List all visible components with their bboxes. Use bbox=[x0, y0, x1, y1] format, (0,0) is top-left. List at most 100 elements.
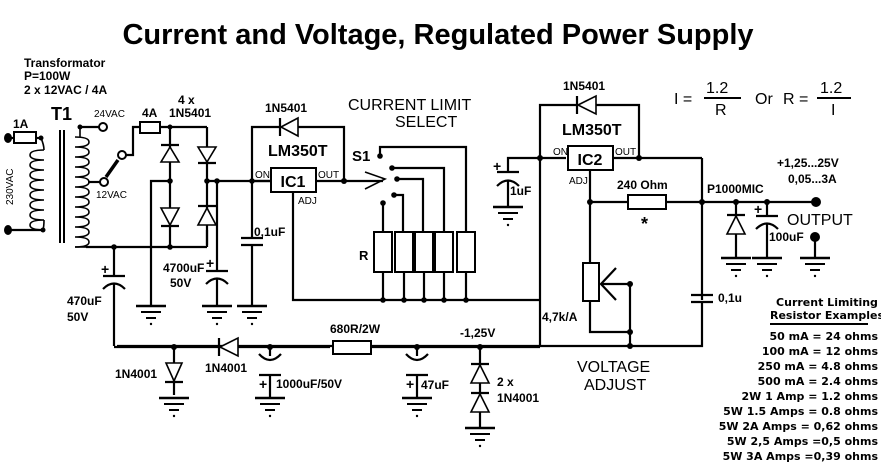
voltage-adjust-title: VOLTAGE bbox=[577, 359, 650, 376]
neg-reservoir-capacitor: + bbox=[258, 347, 282, 398]
main-filter-voltage: 50V bbox=[170, 276, 191, 290]
neg-diode-2 bbox=[217, 336, 239, 358]
primary-fuse-label: 1A bbox=[13, 117, 29, 131]
neg-diode-1 bbox=[164, 347, 184, 395]
svg-text:+: + bbox=[493, 158, 501, 174]
sense-resistor-label: 240 Ohm bbox=[617, 178, 668, 192]
ic2-protect-diode bbox=[538, 94, 641, 158]
table-heading-1: Current Limiting bbox=[776, 296, 878, 309]
ic1-bypass-value: 0,1uF bbox=[254, 225, 285, 239]
svg-text:+: + bbox=[754, 201, 762, 217]
tap-24vac-label: 24VAC bbox=[94, 109, 125, 120]
formula: I = 1.2 R Or R = 1.2 I bbox=[674, 80, 851, 119]
sense-resistor-icon bbox=[627, 194, 667, 210]
ic1-protect-diode bbox=[250, 116, 346, 181]
mains-input bbox=[4, 131, 46, 235]
formula-den2: I bbox=[831, 102, 835, 119]
output-diode-label: P1000MIC bbox=[707, 182, 764, 196]
tap-12vac-terminal bbox=[99, 177, 109, 187]
table-row: 50 mA = 24 ohms bbox=[769, 330, 878, 343]
voltage-adjust-pot[interactable] bbox=[582, 202, 633, 346]
tap-12vac-label: 12VAC bbox=[96, 190, 127, 201]
table-heading-2: Resistor Examples bbox=[770, 309, 881, 322]
diode-icon bbox=[469, 363, 491, 384]
neg-resistor-label: 680R/2W bbox=[330, 322, 381, 336]
ground-icon bbox=[253, 396, 287, 419]
neg-voltage-label: -1,25V bbox=[460, 326, 495, 340]
transformer-rating: 2 x 12VAC / 4A bbox=[24, 83, 107, 97]
ref-diodes-part: 1N4001 bbox=[497, 391, 539, 405]
table-row: 250 mA = 4.8 ohms bbox=[758, 360, 879, 373]
main-filter-value: 4700uF bbox=[163, 261, 204, 275]
ic1-diode-label: 1N5401 bbox=[265, 101, 307, 115]
ground-icon bbox=[750, 256, 784, 279]
adj-bypass-capacitor bbox=[117, 293, 713, 348]
output-diode bbox=[725, 202, 747, 258]
formula-num2: 1.2 bbox=[820, 80, 842, 97]
ic1-bypass-capacitor bbox=[241, 181, 263, 306]
bridge-count: 4 x bbox=[178, 93, 195, 107]
table-row: 5W 2A Amps = 0,62 ohms bbox=[719, 420, 879, 433]
table-row: 2W 1 Amp = 1.2 ohms bbox=[741, 390, 878, 403]
voltage-adjust-subtitle: ADJUST bbox=[584, 377, 646, 394]
secondary-fuse-label: 4A bbox=[142, 106, 158, 120]
ic1-pin-adj: ADJ bbox=[298, 196, 317, 207]
table-row: 5W 2,5 Amps =0,5 ohms bbox=[727, 435, 879, 448]
ic2-pin-adj: ADJ bbox=[569, 176, 588, 187]
ground-icon bbox=[798, 256, 832, 279]
formula-or: Or bbox=[755, 91, 773, 108]
diode-icon bbox=[725, 214, 747, 235]
ic2-input-capacitor: + bbox=[493, 156, 540, 207]
sense-resistor-marker: * bbox=[641, 214, 648, 234]
neg-filter-capacitor: + bbox=[101, 247, 126, 346]
table-row: 500 mA = 2.4 ohms bbox=[758, 375, 879, 388]
ground-icon bbox=[134, 304, 168, 327]
mains-voltage-label: 230VAC bbox=[5, 168, 16, 205]
ic2-ref: IC2 bbox=[578, 152, 603, 169]
resistor-bank-label: R bbox=[359, 248, 369, 263]
formula-lhs1: I = bbox=[674, 91, 692, 108]
ground-icon bbox=[400, 396, 434, 419]
table-row: 5W 1.5 Amps = 0.8 ohms bbox=[723, 405, 878, 418]
current-select-switch[interactable] bbox=[344, 145, 468, 232]
neg-filter-voltage: 50V bbox=[67, 310, 88, 324]
diode-icon bbox=[196, 146, 218, 164]
current-limit-title: CURRENT LIMIT bbox=[348, 97, 471, 114]
neg-diode-1-label: 1N4001 bbox=[115, 367, 157, 381]
main-filter-capacitor: + bbox=[205, 181, 229, 306]
diode-icon bbox=[164, 362, 184, 383]
ic2-diode-label: 1N5401 bbox=[563, 79, 605, 93]
resistor-examples-table: Current Limiting Resistor Examples 50 mA… bbox=[719, 296, 881, 463]
ground-icon bbox=[491, 205, 525, 228]
neg-diode-2-label: 1N4001 bbox=[205, 361, 247, 375]
formula-lhs2: R = bbox=[783, 91, 808, 108]
output-voltage-range: +1,25...25V bbox=[777, 156, 839, 170]
ic1-part: LM350T bbox=[268, 143, 328, 160]
potentiometer-icon bbox=[582, 262, 600, 302]
resistor-icon bbox=[394, 231, 414, 273]
diode-icon bbox=[279, 116, 299, 138]
current-limit-resistors bbox=[373, 231, 476, 303]
formula-num1: 1.2 bbox=[706, 80, 728, 97]
svg-text:+: + bbox=[206, 255, 214, 271]
diode-icon bbox=[196, 206, 218, 226]
reference-diodes bbox=[469, 347, 491, 428]
svg-text:+: + bbox=[406, 376, 414, 392]
diode-icon bbox=[159, 145, 181, 163]
diode-icon bbox=[576, 94, 597, 116]
ground-icon bbox=[200, 304, 234, 327]
transformer-title: Transformator bbox=[24, 56, 106, 70]
neg-smooth-value: 47uF bbox=[421, 378, 449, 392]
neg-filter-value: 470uF bbox=[67, 294, 102, 308]
voltage-selector-switch[interactable] bbox=[104, 158, 120, 179]
resistor-icon bbox=[373, 231, 393, 273]
tap-24vac-terminal bbox=[98, 122, 108, 132]
secondary-coil-icon bbox=[74, 124, 90, 248]
output-label: OUTPUT bbox=[787, 212, 853, 229]
primary-coil-icon bbox=[29, 137, 45, 231]
transformer-power: P=100W bbox=[24, 69, 71, 83]
output-positive-terminal[interactable] bbox=[811, 197, 821, 207]
switch-label: S1 bbox=[352, 148, 370, 165]
ic1-ref: IC1 bbox=[281, 174, 306, 191]
ic2-pin-in: ON bbox=[553, 147, 568, 158]
